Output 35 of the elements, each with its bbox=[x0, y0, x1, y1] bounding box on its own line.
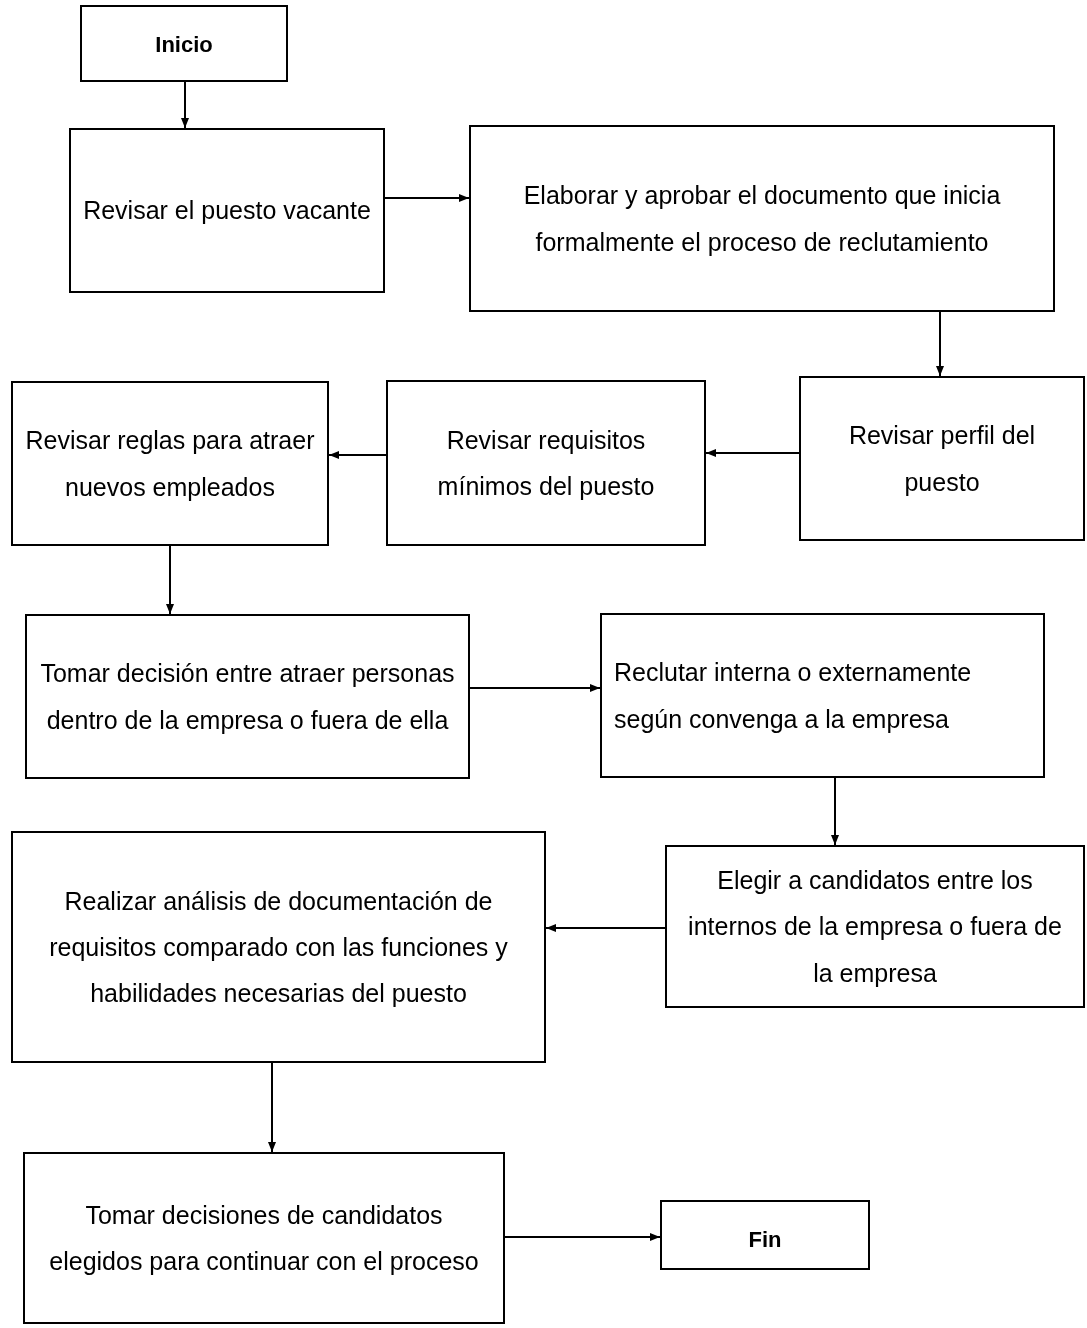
arrow bbox=[384, 194, 470, 202]
step-text: Realizar análisis de documentación de requisitos comparado con las funciones y habilidades necesarias del puesto bbox=[48, 885, 509, 1010]
process-box bbox=[665, 845, 1085, 1008]
process-box bbox=[386, 380, 706, 546]
arrow bbox=[545, 924, 666, 932]
step-text: Revisar el puesto vacante bbox=[83, 195, 371, 227]
process-box bbox=[469, 125, 1055, 312]
process-box bbox=[660, 1200, 870, 1270]
step-text: Elegir a candidatos entre los internos de la empresa o fuera de la empresa bbox=[687, 865, 1063, 989]
step-text: Elaborar y aprobar el documento que inicia formalmente el proceso de reclutamiento bbox=[522, 180, 1002, 258]
process-box bbox=[600, 613, 1045, 778]
arrow bbox=[268, 1062, 276, 1153]
process-box bbox=[11, 831, 546, 1063]
step-text: Revisar reglas para atraer nuevos empleados bbox=[25, 425, 315, 503]
arrow bbox=[328, 451, 387, 459]
step-text: Reclutar interna o externamente según convenga a la empresa bbox=[614, 657, 973, 735]
arrow bbox=[504, 1233, 661, 1241]
step-text: Tomar decisiones de candidatos elegidos para continuar con el proceso bbox=[48, 1199, 480, 1277]
step-text: Tomar decisión entre atraer personas dentro de la empresa o fuera de ella bbox=[39, 658, 456, 736]
arrow bbox=[705, 449, 800, 457]
process-box bbox=[799, 376, 1085, 541]
process-box bbox=[80, 5, 288, 82]
step-text: Inicio bbox=[155, 31, 213, 59]
step-text: Revisar perfil del puesto bbox=[847, 420, 1037, 498]
process-box bbox=[11, 381, 329, 546]
process-box bbox=[69, 128, 385, 293]
process-box bbox=[23, 1152, 505, 1324]
arrow bbox=[831, 777, 839, 846]
step-text: Revisar requisitos mínimos del puesto bbox=[436, 424, 656, 502]
process-box bbox=[25, 614, 470, 779]
step-text: Fin bbox=[748, 1226, 782, 1254]
arrow bbox=[469, 684, 601, 692]
arrow bbox=[936, 311, 944, 377]
arrow bbox=[166, 545, 174, 615]
arrow bbox=[181, 81, 189, 129]
